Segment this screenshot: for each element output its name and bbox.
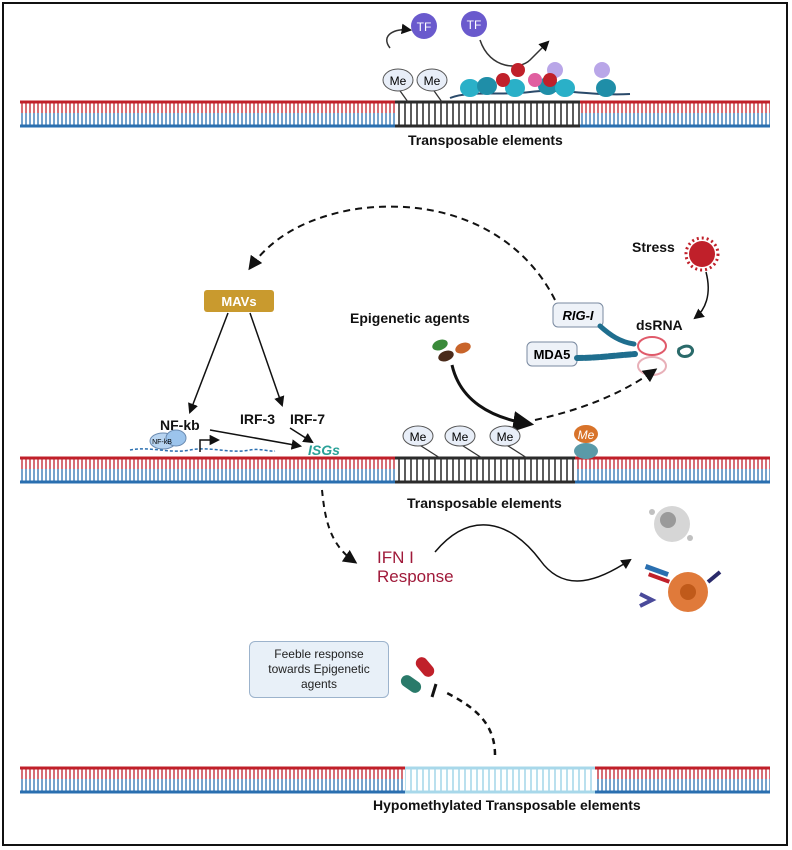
svg-text:Me: Me [578, 428, 595, 442]
svg-text:MDA5: MDA5 [534, 347, 571, 362]
epigenetic-agents-label: Epigenetic agents [350, 310, 470, 326]
irf3-label: IRF-3 [240, 411, 275, 427]
svg-text:NF-kB: NF-kB [152, 439, 172, 446]
isgs-label: ISGs [308, 442, 340, 458]
svg-text:MAVs: MAVs [221, 294, 256, 309]
transposable-label-top: Transposable elements [408, 132, 563, 148]
dying-cell-icon [649, 506, 693, 542]
dna-strand-middle [20, 456, 770, 484]
dna-strand-top [20, 100, 770, 128]
nf-kb-label: NF-kb [160, 417, 200, 433]
immune-cell-icon [639, 564, 722, 612]
epigenetic-agent-pills [432, 339, 471, 362]
svg-text:RIG-I: RIG-I [562, 308, 593, 323]
tf-protein-1: TF [386, 13, 437, 49]
stress-label: Stress [632, 239, 675, 255]
dsrna-label: dsRNA [636, 317, 683, 333]
irf7-label: IRF-7 [290, 411, 325, 427]
tf-protein-2: TF [461, 11, 550, 67]
ifn-label-line2: Response [377, 567, 454, 586]
svg-text:Me: Me [452, 430, 469, 444]
nf-kb-complex: NF-kB [129, 429, 276, 452]
ineffective-pill [400, 657, 435, 693]
svg-text:Me: Me [424, 74, 441, 88]
dna-strand-bottom [20, 766, 770, 794]
methyl-marks-top: Me Me [382, 68, 448, 103]
dnmt-enzyme: Me [574, 425, 598, 459]
mavs-box: MAVs [204, 290, 274, 312]
dsrna-shapes [637, 336, 694, 376]
ifn-label-line1: IFN I [377, 548, 414, 567]
mda5-receptor: MDA5 [526, 341, 638, 367]
transposable-label-middle: Transposable elements [407, 495, 562, 511]
svg-text:Me: Me [410, 430, 427, 444]
nucleosomes-top [449, 62, 631, 99]
hypomethylated-label: Hypomethylated Transposable elements [373, 797, 641, 813]
svg-text:Me: Me [497, 430, 514, 444]
svg-text:TF: TF [467, 18, 482, 32]
feeble-response-note: Feeble response towards Epigenetic agent… [249, 641, 389, 698]
svg-text:TF: TF [417, 20, 432, 34]
methyl-marks-middle: Me Me Me [402, 425, 528, 459]
svg-text:Me: Me [390, 74, 407, 88]
stress-burst [684, 236, 720, 272]
rig-i-receptor: RIG-I [552, 302, 637, 347]
